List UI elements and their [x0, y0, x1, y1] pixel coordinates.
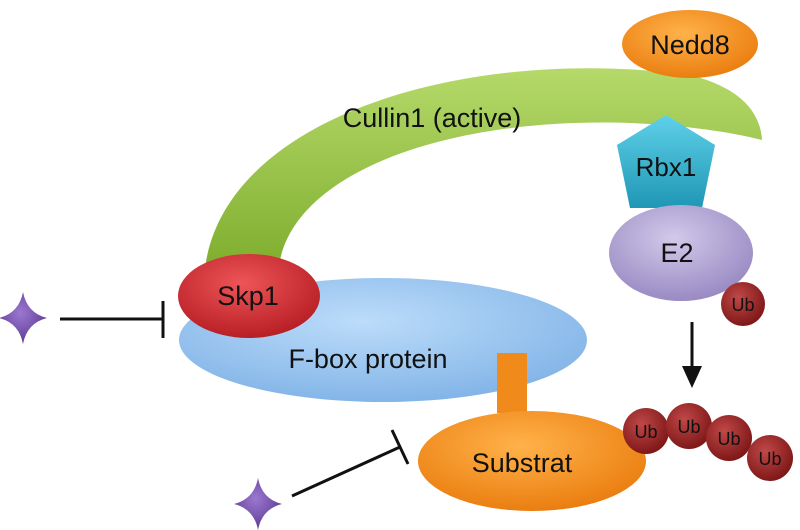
skp1-label: Skp1 — [217, 281, 279, 311]
ub-chain-label: Ub — [677, 417, 700, 437]
rbx1-node — [617, 115, 715, 208]
ub-chain: Ub Ub Ub Ub — [623, 403, 793, 481]
substrate-binding-connector — [497, 353, 527, 413]
nedd8-node — [622, 10, 758, 78]
ub-single-label: Ub — [731, 295, 754, 315]
inhibitor-star-icon — [0, 292, 47, 344]
fbox-protein-label: F-box protein — [288, 344, 447, 374]
e2-node — [609, 205, 753, 301]
substrat-node — [418, 411, 646, 511]
nedd8-label: Nedd8 — [650, 30, 730, 60]
ub-chain-node — [623, 408, 669, 454]
cullin1-label: Cullin1 (active) — [343, 103, 522, 133]
inhibition-bar-icon — [60, 301, 165, 338]
rbx1-label: Rbx1 — [636, 152, 697, 182]
ub-chain-label: Ub — [758, 449, 781, 469]
ub-single-node — [721, 282, 765, 326]
ub-chain-node — [706, 415, 752, 461]
inhibitor-star-icon — [234, 478, 282, 530]
ub-chain-label: Ub — [634, 422, 657, 442]
arrow-down-icon — [682, 322, 702, 388]
ub-chain-label: Ub — [717, 429, 740, 449]
ub-chain-node — [666, 403, 712, 449]
cullin1-arch — [205, 68, 762, 268]
inhibition-bar-icon — [291, 429, 410, 498]
e2-label: E2 — [660, 238, 693, 268]
ub-chain-node — [747, 435, 793, 481]
substrat-label: Substrat — [472, 448, 573, 478]
skp1-node — [178, 254, 320, 338]
